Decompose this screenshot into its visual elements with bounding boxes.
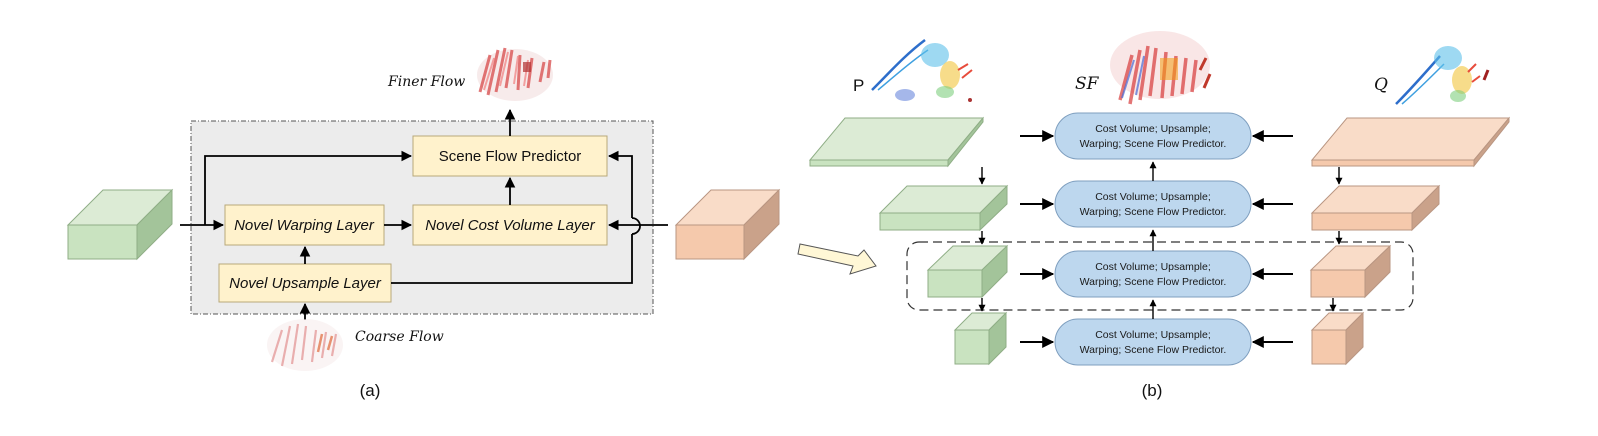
caption-b: (b) bbox=[1142, 381, 1163, 400]
orange-pyramid-level-4 bbox=[1310, 311, 1365, 366]
label-sf: SF bbox=[1075, 74, 1100, 94]
orange-pyramid-level-3 bbox=[1309, 244, 1392, 299]
novel-cost-volume-layer-box bbox=[412, 204, 608, 246]
finer-flow-point-cloud-icon bbox=[477, 47, 553, 101]
orange-feature-cube-right bbox=[674, 188, 781, 261]
finer-flow-label: Finer Flow bbox=[387, 74, 465, 90]
novel-upsample-layer-label: Novel Upsample Layer bbox=[229, 275, 382, 292]
point-cloud-p-icon bbox=[871, 39, 973, 102]
module-1-line1: Cost Volume; Upsample; bbox=[1095, 123, 1211, 135]
label-q: Q bbox=[1374, 75, 1388, 95]
coarse-flow-label: Coarse Flow bbox=[355, 329, 444, 345]
module-2-line1: Cost Volume; Upsample; bbox=[1095, 191, 1211, 203]
green-pyramid-level-2 bbox=[878, 184, 1009, 232]
green-feature-cube-left bbox=[66, 188, 174, 261]
module-4-line1: Cost Volume; Upsample; bbox=[1095, 329, 1211, 341]
module-pill-4: Cost Volume; Upsample; Warping; Scene Fl… bbox=[1054, 318, 1252, 366]
novel-warping-layer-label: Novel Warping Layer bbox=[234, 217, 375, 234]
label-p: P bbox=[853, 76, 864, 95]
scene-flow-predictor-box bbox=[412, 135, 608, 177]
novel-upsample-layer-box bbox=[218, 263, 392, 303]
module-1-line2: Warping; Scene Flow Predictor. bbox=[1080, 138, 1227, 150]
module-pill-1: Cost Volume; Upsample; Warping; Scene Fl… bbox=[1054, 112, 1252, 160]
module-4-line2: Warping; Scene Flow Predictor. bbox=[1080, 344, 1227, 356]
point-cloud-sf-icon bbox=[1110, 31, 1212, 105]
level-grouping-box bbox=[906, 241, 1414, 311]
panel-a-connectors bbox=[180, 108, 668, 320]
panel-b: P SF Q bbox=[808, 31, 1511, 400]
green-pyramid-level-4 bbox=[953, 311, 1008, 366]
panel-b-connectors bbox=[1020, 130, 1293, 348]
module-pill-2: Cost Volume; Upsample; Warping; Scene Fl… bbox=[1054, 180, 1252, 228]
transition-arrow-icon bbox=[797, 243, 877, 275]
green-pyramid-level-3 bbox=[926, 244, 1009, 299]
module-3-line1: Cost Volume; Upsample; bbox=[1095, 261, 1211, 273]
module-3-line2: Warping; Scene Flow Predictor. bbox=[1080, 276, 1227, 288]
coarse-flow-point-cloud-icon bbox=[267, 319, 343, 371]
novel-warping-layer-box bbox=[224, 204, 385, 246]
point-cloud-q-icon bbox=[1395, 46, 1490, 105]
module-pill-3: Cost Volume; Upsample; Warping; Scene Fl… bbox=[1054, 250, 1252, 298]
orange-pyramid-level-2 bbox=[1310, 184, 1441, 232]
scene-flow-predictor-label: Scene Flow Predictor bbox=[439, 148, 582, 165]
orange-pyramid-level-1 bbox=[1310, 116, 1511, 168]
green-pyramid-level-1 bbox=[808, 116, 985, 168]
panel-b-vertical-connectors bbox=[978, 161, 1343, 319]
novel-cost-volume-layer-label: Novel Cost Volume Layer bbox=[425, 217, 596, 234]
panel-a: Scene Flow Predictor Novel Warping Layer… bbox=[66, 47, 781, 400]
caption-a: (a) bbox=[360, 381, 381, 400]
module-2-line2: Warping; Scene Flow Predictor. bbox=[1080, 206, 1227, 218]
